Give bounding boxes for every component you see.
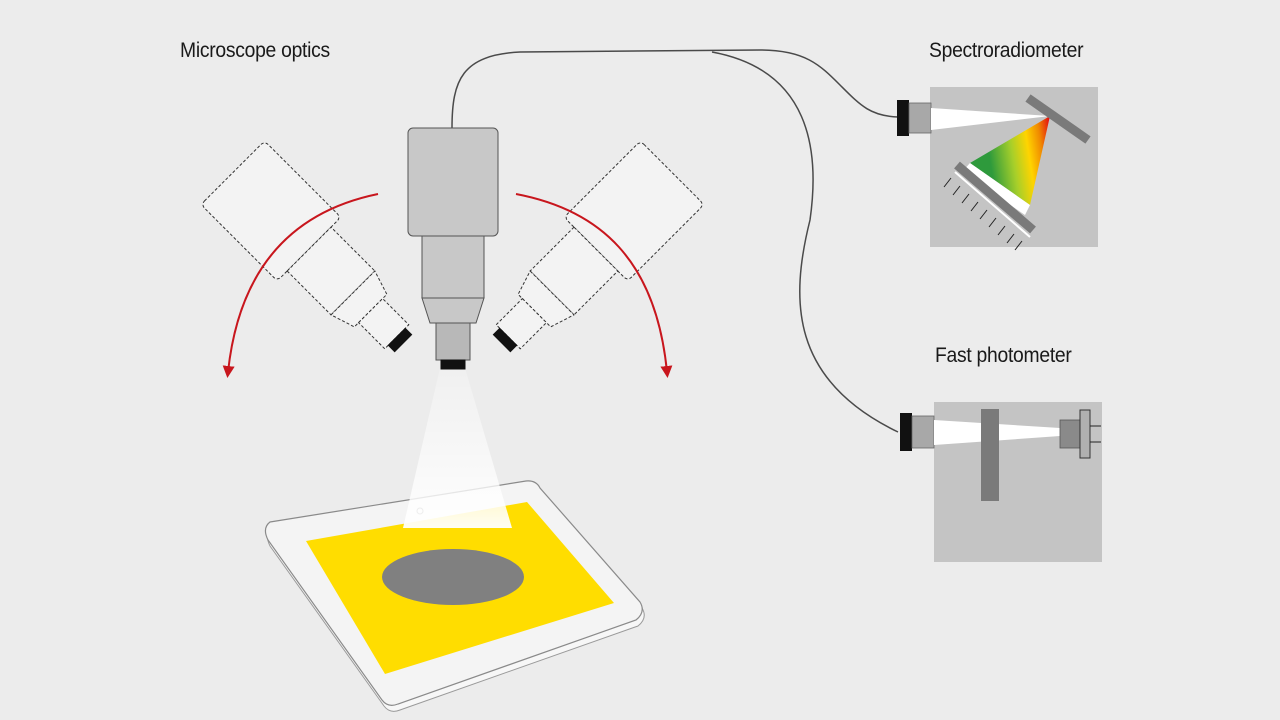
measurement-spot [382, 549, 524, 605]
sensor-array [954, 161, 1036, 234]
objective-lens [435, 322, 471, 361]
photometer-input-connector [900, 413, 912, 451]
camera-head [407, 127, 499, 237]
fiber-to-spectroradiometer [451, 49, 899, 129]
tablet-device [264, 480, 645, 712]
spectrum-rainbow-icon [970, 116, 1050, 205]
photodiode-lens [1059, 419, 1081, 449]
photodiode [1079, 409, 1091, 459]
spectro-input-beam [931, 108, 1050, 130]
fast-photometer-label: Fast photometer [935, 344, 1072, 367]
spectro-input-port [908, 102, 932, 134]
rotation-arrow-right-icon [515, 193, 673, 378]
spectroradiometer-instrument [897, 87, 1098, 251]
sensor-pixels [943, 177, 1023, 251]
sensor-array-face [954, 171, 1031, 238]
microscope-optics-label: Microscope optics [180, 39, 330, 62]
rotation-arrow-left-icon [222, 193, 379, 378]
diffraction-grating [1025, 94, 1091, 144]
microscope-optics-tilted-right [492, 142, 703, 353]
fast-photometer-instrument [900, 402, 1102, 562]
photometer-filter [981, 409, 999, 501]
fiber-cables [451, 49, 899, 433]
spectrum-white-band [962, 163, 1030, 215]
spectro-input-connector [897, 100, 909, 136]
optics-tube [421, 235, 485, 299]
spectroradiometer-label: Spectroradiometer [929, 39, 1084, 62]
fiber-to-photometer [711, 51, 899, 433]
light-beam [403, 368, 512, 528]
photometer-input-port [911, 415, 935, 449]
objective-tip [440, 359, 466, 370]
microscope-optics-tilted-left [202, 142, 413, 353]
optics-taper [421, 297, 485, 324]
microscope-optics-center [407, 127, 499, 370]
